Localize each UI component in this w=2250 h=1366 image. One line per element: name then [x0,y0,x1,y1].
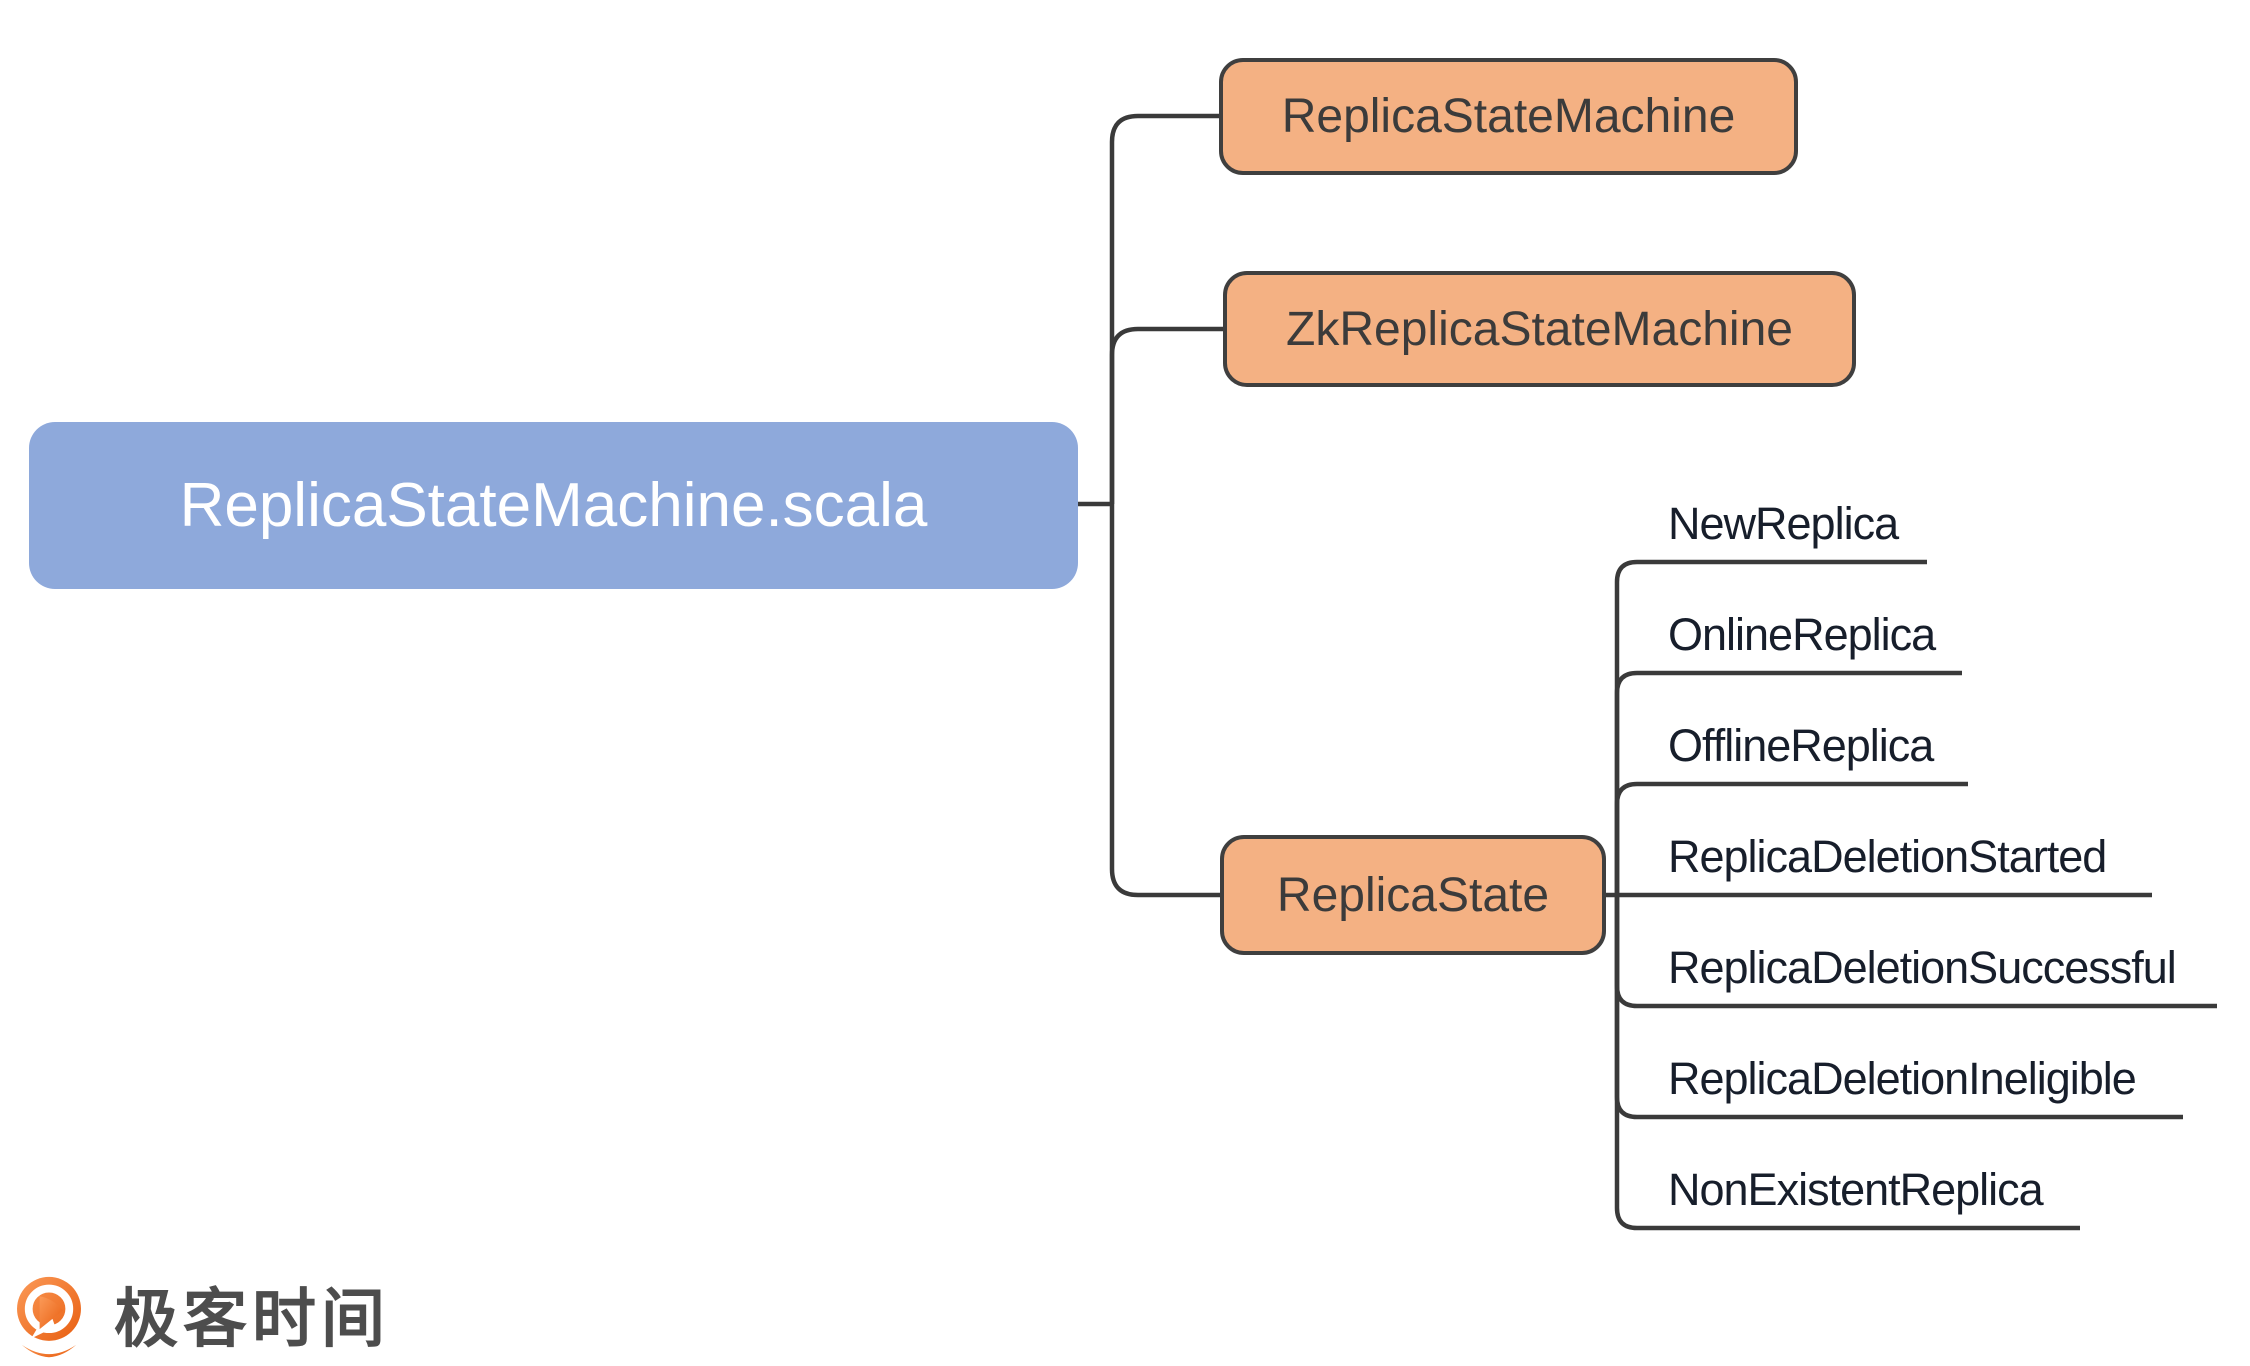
state-item-replicadeletionstarted[interactable]: ReplicaDeletionStarted [1668,831,2107,882]
geektime-pin-icon [17,1276,81,1358]
child-node-label: ReplicaStateMachine [1281,90,1736,143]
state-item-onlinereplica[interactable]: OnlineReplica [1668,609,1936,660]
connector-state-0 [1614,559,1927,895]
child-node-replicastatemachine[interactable]: ReplicaStateMachine [1219,58,1798,175]
connector-state-6 [1614,895,2080,1231]
connector-branch-child-0 [1109,113,1219,504]
state-item-replicadeletionineligible[interactable]: ReplicaDeletionIneligible [1668,1053,2137,1104]
root-node-replicastatemachine-scala[interactable]: ReplicaStateMachine.scala [29,422,1078,589]
connector-state-2 [1614,781,1968,895]
child-node-replicastate[interactable]: ReplicaState [1220,835,1606,955]
state-item-nonexistentreplica[interactable]: NonExistentReplica [1668,1164,2044,1215]
root-node-label: ReplicaStateMachine.scala [179,471,928,540]
geektime-logo: 极客时间 [10,1274,390,1364]
connector-branch-child-2 [1109,504,1220,898]
connector-state-1 [1614,670,1962,895]
state-item-newreplica[interactable]: NewReplica [1668,498,1899,549]
child-node-label: ReplicaState [1276,868,1550,922]
child-node-zkreplicastatemachine[interactable]: ZkReplicaStateMachine [1223,271,1856,387]
state-item-offlinereplica[interactable]: OfflineReplica [1668,720,1934,771]
state-item-replicadeletionsuccessful[interactable]: ReplicaDeletionSuccessful [1668,942,2177,993]
geektime-logo-text: 极客时间 [114,1283,390,1355]
child-node-label: ZkReplicaStateMachine [1286,302,1793,356]
connector-branch-child-1 [1109,326,1223,504]
